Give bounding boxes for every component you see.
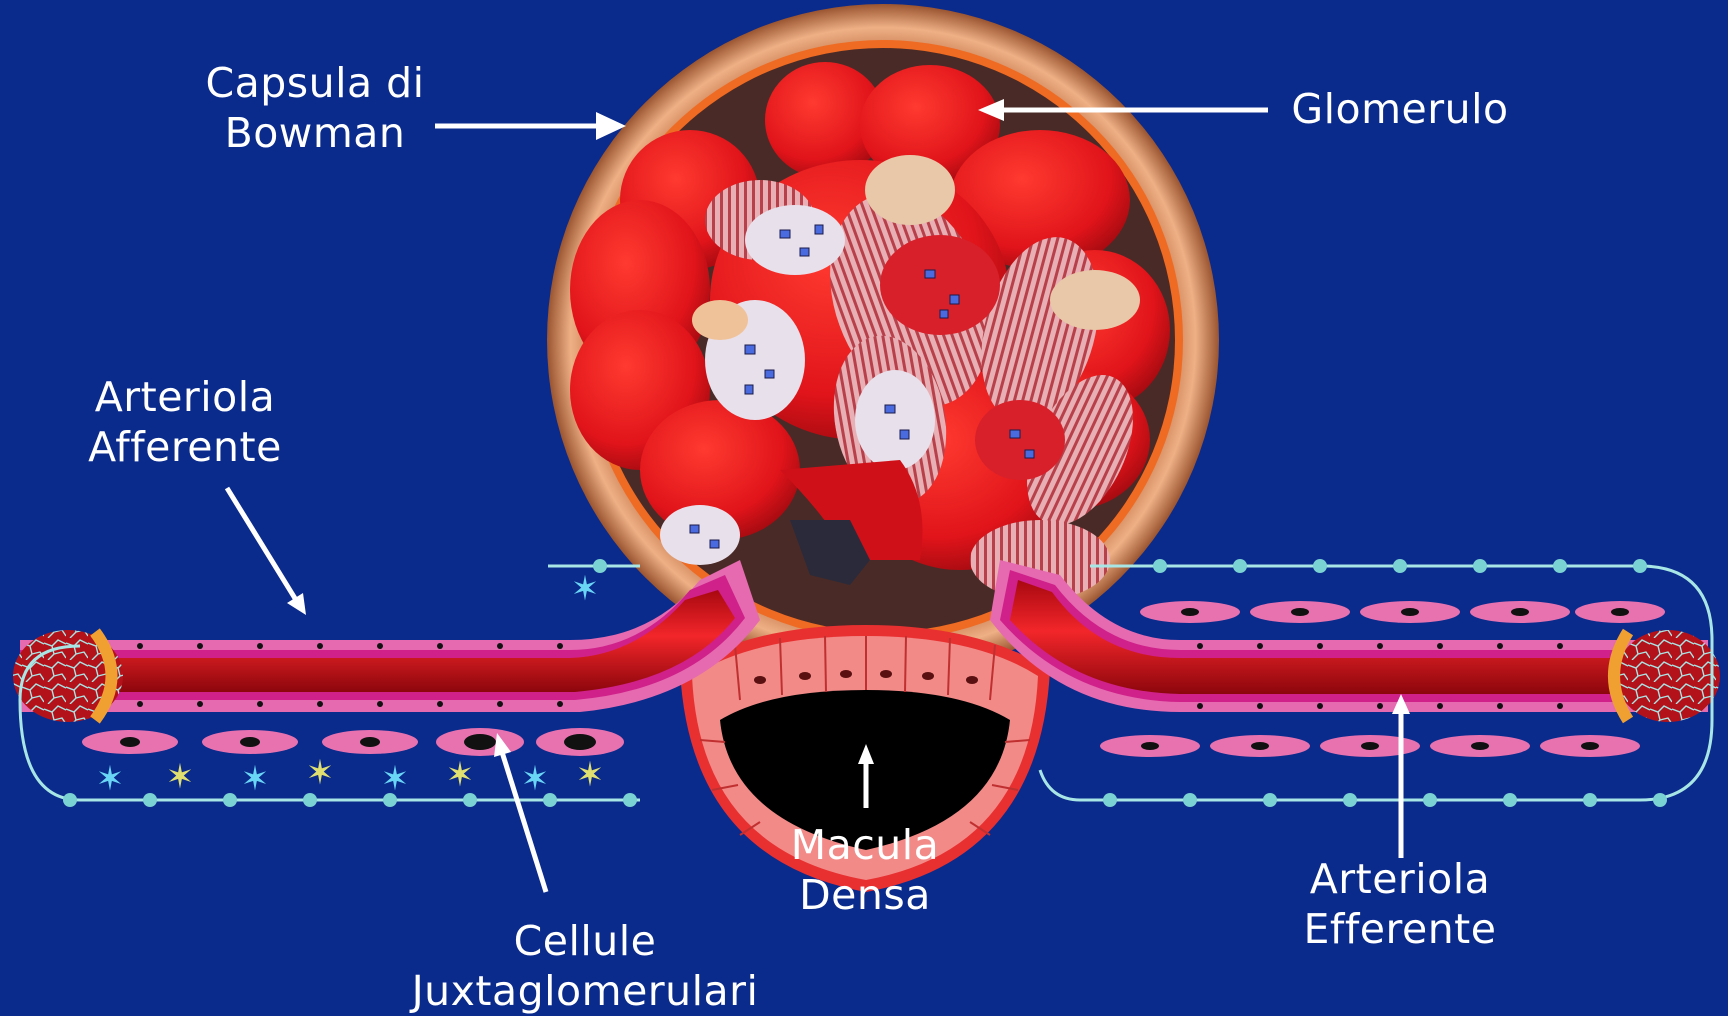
label-efferent-arteriole: Arteriola Efferente (1290, 854, 1510, 954)
label-juxtaglomerular-cells-line1: Cellule (400, 916, 770, 966)
label-afferent-arteriole-line1: Arteriola (70, 372, 300, 422)
arrow-juxtaglomerular-cells (494, 733, 546, 892)
label-efferent-arteriole-line1: Arteriola (1290, 854, 1510, 904)
afferent-arteriole-vessel: ✶ ✶ ✶ ✶ ✶ ✶ ✶ ✶ ✶ (13, 560, 760, 807)
label-afferent-arteriole-line2: Afferente (70, 422, 300, 472)
label-macula-densa-line1: Macula (770, 820, 960, 870)
label-juxtaglomerular-cells: Cellule Juxtaglomerulari (400, 916, 770, 1016)
label-bowman-capsule-line2: Bowman (190, 108, 440, 158)
arrow-afferent-arteriole (227, 488, 306, 615)
label-efferent-arteriole-line2: Efferente (1290, 904, 1510, 954)
svg-text:✶: ✶ (576, 755, 605, 795)
label-bowman-capsule: Capsula di Bowman (190, 58, 440, 158)
svg-text:✶: ✶ (166, 757, 195, 797)
label-juxtaglomerular-cells-line2: Juxtaglomerulari (400, 966, 770, 1016)
label-glomerulus-line1: Glomerulo (1280, 84, 1520, 134)
svg-text:✶: ✶ (571, 569, 600, 609)
label-afferent-arteriole: Arteriola Afferente (70, 372, 300, 472)
arrow-bowman-capsule (435, 112, 626, 140)
label-macula-densa-line2: Densa (770, 870, 960, 920)
svg-text:✶: ✶ (381, 759, 410, 799)
label-glomerulus: Glomerulo (1280, 84, 1520, 134)
arrow-efferent-arteriole (1392, 694, 1410, 858)
svg-text:✶: ✶ (521, 759, 550, 799)
svg-text:✶: ✶ (96, 759, 125, 799)
label-macula-densa: Macula Densa (770, 820, 960, 920)
svg-text:✶: ✶ (241, 759, 270, 799)
svg-text:✶: ✶ (306, 753, 335, 793)
label-bowman-capsule-line1: Capsula di (190, 58, 440, 108)
svg-text:✶: ✶ (446, 755, 475, 795)
